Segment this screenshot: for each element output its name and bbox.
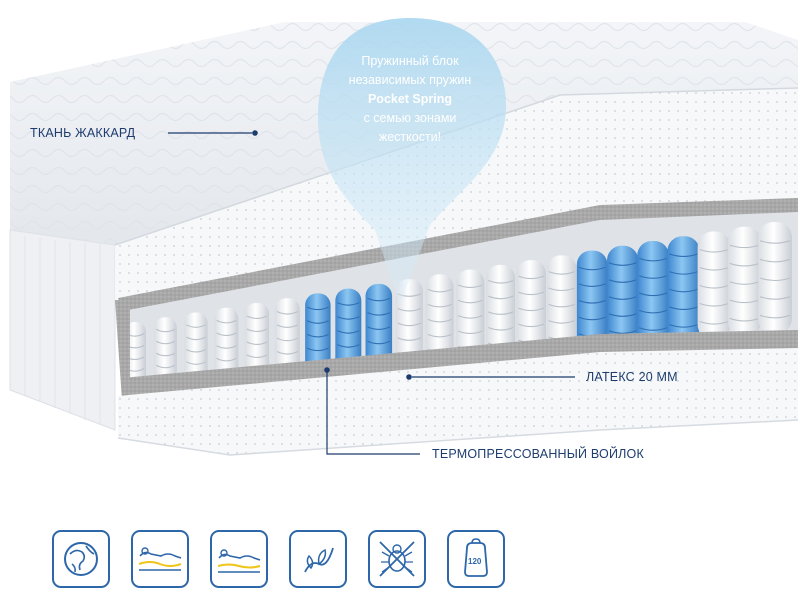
max-load-icon: 120 — [447, 530, 505, 588]
max-load-value: 120 — [468, 557, 482, 566]
bubble-line-1: Пружинный блок — [361, 54, 459, 68]
spring-coil — [214, 307, 239, 384]
feature-icon-row: 120 — [52, 530, 505, 590]
bubble-line-4: с семью зонами — [363, 111, 457, 125]
spring-block — [124, 222, 792, 392]
orthopedic-support-icon — [210, 530, 268, 588]
callout-fabric: ТКАНЬ ЖАККАРД — [30, 126, 136, 140]
spring-coil — [637, 241, 669, 346]
spring-coil — [546, 255, 577, 354]
callout-latex: ЛАТЕКС 20 ММ — [586, 370, 678, 384]
spring-coil — [244, 302, 270, 381]
spring-coil — [486, 264, 516, 359]
no-dust-mites-icon — [368, 530, 426, 588]
spring-coil — [365, 283, 393, 370]
bubble-text: Пружинный блок независимых пружин Pocket… — [322, 52, 498, 147]
bubble-line-5: жесткости! — [378, 130, 442, 144]
info-bubble — [318, 18, 507, 305]
spring-coil — [758, 222, 792, 334]
body-support-icon — [131, 530, 189, 588]
spring-coil — [697, 231, 731, 340]
spring-coil — [305, 293, 331, 376]
bubble-line-3: Pocket Spring — [367, 92, 453, 106]
spring-coil — [607, 245, 639, 348]
hypoallergenic-globe-icon — [52, 530, 110, 588]
callout-felt: ТЕРМОПРЕССОВАННЫЙ ВОЙЛОК — [432, 447, 644, 461]
spring-coil — [667, 236, 700, 343]
spring-coil — [576, 250, 608, 351]
bubble-line-2: независимых пружин — [348, 73, 472, 87]
natural-materials-icon — [289, 530, 347, 588]
spring-coil — [727, 226, 762, 337]
